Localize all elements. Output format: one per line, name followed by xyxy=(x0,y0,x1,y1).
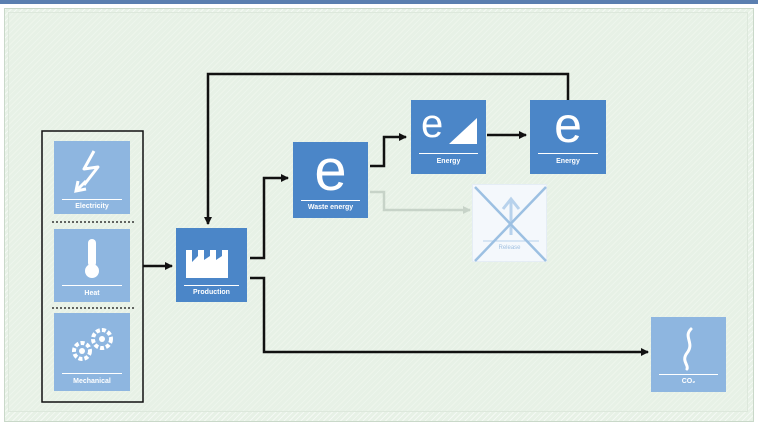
tile-rule xyxy=(538,153,598,154)
energy-storage-node: e Energy xyxy=(411,100,486,174)
diagram-panel xyxy=(8,12,748,412)
release-node: Release xyxy=(472,184,547,262)
tile-rule xyxy=(301,200,360,201)
factory-icon xyxy=(186,250,228,278)
source-mechanical: Mechanical xyxy=(54,313,130,391)
thermometer-icon xyxy=(85,239,99,278)
release-icon xyxy=(474,186,547,262)
tile-rule xyxy=(62,285,122,286)
source-electricity: Electricity xyxy=(54,141,130,214)
waste-energy-label: Waste energy xyxy=(307,204,354,211)
tile-rule xyxy=(62,199,122,200)
tile-rule xyxy=(62,373,122,374)
source-label: Electricity xyxy=(75,203,109,210)
arrow-waste-to-storage xyxy=(370,133,407,168)
arrow-waste-to-release xyxy=(370,190,471,214)
storage-ramp-icon xyxy=(449,118,477,144)
energy-e-icon: e xyxy=(314,138,347,203)
tile-rule xyxy=(659,374,718,375)
tile-rule xyxy=(419,153,478,154)
energy-output-node: e Energy xyxy=(530,100,606,174)
tile-rule xyxy=(184,285,239,286)
gears-icon xyxy=(72,328,113,361)
arrow-production-to-waste xyxy=(250,174,289,260)
steam-icon xyxy=(683,327,693,371)
exhaust-label: CO₂ xyxy=(681,378,696,385)
release-label: Release xyxy=(498,245,521,251)
arrow-production-to-exhaust xyxy=(250,276,649,356)
energy-e-icon: e xyxy=(421,102,444,146)
production-node: Production xyxy=(176,228,247,302)
energy-e-icon: e xyxy=(554,97,582,153)
production-label: Production xyxy=(193,289,230,296)
source-label: Mechanical xyxy=(73,378,111,385)
window-top-border xyxy=(0,0,758,4)
exhaust-node: CO₂ xyxy=(651,317,726,392)
lightning-icon xyxy=(74,150,100,193)
source-heat: Heat xyxy=(54,229,130,302)
waste-energy-node: e Waste energy xyxy=(293,142,368,218)
arrow-energy-feedback xyxy=(204,72,570,225)
energy-storage-label: Energy xyxy=(436,158,461,165)
energy-output-label: Energy xyxy=(556,158,580,165)
source-label: Heat xyxy=(84,290,100,297)
